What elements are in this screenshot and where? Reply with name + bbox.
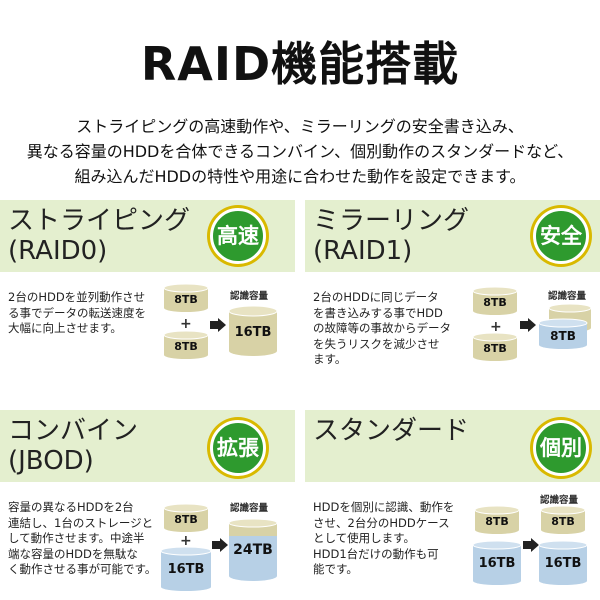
plus-icon: + <box>180 533 192 549</box>
disk-capacity-label: 8TB <box>174 293 198 306</box>
disk-shape <box>163 283 209 312</box>
combine-description: 容量の異なるHDDを2台 連結し、1台のストレージと して動作させます。中途半 … <box>8 500 157 576</box>
plus-icon: + <box>490 319 502 335</box>
disk-capacity-label: 16TB <box>167 562 205 577</box>
disk-shape <box>472 332 518 361</box>
hdd-result-icon: 8TB <box>540 505 586 535</box>
disk-shape <box>540 505 586 534</box>
disk-shape <box>228 305 278 356</box>
striping-header: ストライピング (RAID0) 高速 <box>0 200 295 272</box>
striping-title-line2: (RAID0) <box>8 236 108 266</box>
result-capacity-label: 8TB <box>551 515 575 528</box>
arrow-right-icon <box>212 538 228 552</box>
arrow-right-icon <box>210 318 226 332</box>
hdd-disk-icon: 8TB <box>163 503 209 533</box>
disk-capacity-label: 8TB <box>483 296 507 309</box>
expansion-badge: 拡張 <box>210 420 266 476</box>
recognized-capacity-label: 認識容量 <box>548 291 587 302</box>
disk-shape <box>538 540 588 585</box>
mirroring-title-line2: (RAID1) <box>313 236 413 266</box>
result-capacity-label: 24TB <box>233 542 273 558</box>
intro-line-3: 組み込んだHDDの特性や用途に合わせた動作を設定できます。 <box>74 167 526 186</box>
result-capacity-label: 8TB <box>550 329 576 343</box>
arrow-right-icon <box>523 538 539 552</box>
intro-line-1: ストライピングの高速動作や、ミラーリングの安全書き込み、 <box>76 117 524 136</box>
speed-badge: 高速 <box>210 208 266 264</box>
hdd-result-icon: 24TB <box>228 534 278 582</box>
disk-shape <box>472 286 518 315</box>
mirroring-header: ミラーリング (RAID1) 安全 <box>305 200 600 272</box>
striping-title-line1: ストライピング <box>8 206 191 236</box>
disk-shape <box>228 518 278 536</box>
disk-shape <box>163 503 209 532</box>
page-title: RAID機能搭載 <box>140 37 460 91</box>
safety-badge: 安全 <box>533 208 589 264</box>
mirroring-title: ミラーリング (RAID1) <box>313 206 469 266</box>
hdd-result-icon: 16TB <box>228 305 278 357</box>
disk-shape <box>229 536 277 581</box>
disk-shape <box>474 505 520 534</box>
mirroring-title-line1: ミラーリング <box>313 206 470 236</box>
recognized-capacity-label: 認識容量 <box>230 291 269 302</box>
hdd-disk-icon: 16TB <box>472 540 522 586</box>
hdd-disk-icon: 8TB <box>474 505 520 535</box>
intro-line-2: 異なる容量のHDDを合体できるコンバイン、個別動作のスタンダードなど、 <box>26 142 574 161</box>
hdd-disk-icon: 8TB <box>472 286 518 316</box>
hdd-disk-icon: 8TB <box>163 283 209 313</box>
disk-capacity-label: 8TB <box>483 342 507 355</box>
combine-title-line1: コンバイン <box>8 416 139 446</box>
combine-title-line2: (JBOD) <box>8 446 94 476</box>
disk-capacity-label: 16TB <box>478 556 516 571</box>
hdd-result-icon: 8TB <box>538 318 588 350</box>
standard-title: スタンダード <box>313 416 470 446</box>
arrow-right-icon <box>520 318 536 332</box>
hdd-result-icon: 16TB <box>538 540 588 586</box>
result-capacity-label: 16TB <box>234 325 272 340</box>
disk-shape <box>472 540 522 585</box>
hdd-result-icon <box>228 518 278 538</box>
striping-description: 2台のHDDを並列動作させ る事でデータの転送速度を 大幅に向上させます。 <box>8 290 146 335</box>
disk-capacity-label: 8TB <box>485 515 509 528</box>
individual-badge: 個別 <box>533 420 589 476</box>
standard-description: HDDを個別に認識、動作を させ、2台分のHDDケース として使用します。 HD… <box>313 500 455 576</box>
standard-header: スタンダード 個別 <box>305 410 600 482</box>
hdd-disk-icon: 8TB <box>472 332 518 362</box>
disk-capacity-label: 8TB <box>174 513 198 526</box>
combine-title: コンバイン (JBOD) <box>8 416 138 476</box>
recognized-capacity-label: 認識容量 <box>230 503 269 514</box>
hdd-disk-icon: 8TB <box>163 330 209 360</box>
disk-capacity-label: 8TB <box>174 340 198 353</box>
disk-shape <box>538 318 588 349</box>
result-capacity-label: 16TB <box>544 556 582 571</box>
intro-text: ストライピングの高速動作や、ミラーリングの安全書き込み、 異なる容量のHDDを合… <box>0 114 600 189</box>
combine-header: コンバイン (JBOD) 拡張 <box>0 410 295 482</box>
striping-title: ストライピング (RAID0) <box>8 206 190 266</box>
hdd-disk-icon: 16TB <box>160 546 212 592</box>
mirroring-description: 2台のHDDに同じデータ を書き込みする事でHDD の故障等の事故からデータ を… <box>313 290 451 366</box>
plus-icon: + <box>180 316 192 332</box>
recognized-capacity-label: 認識容量 <box>540 495 579 506</box>
disk-shape <box>160 546 212 591</box>
disk-shape <box>163 330 209 359</box>
